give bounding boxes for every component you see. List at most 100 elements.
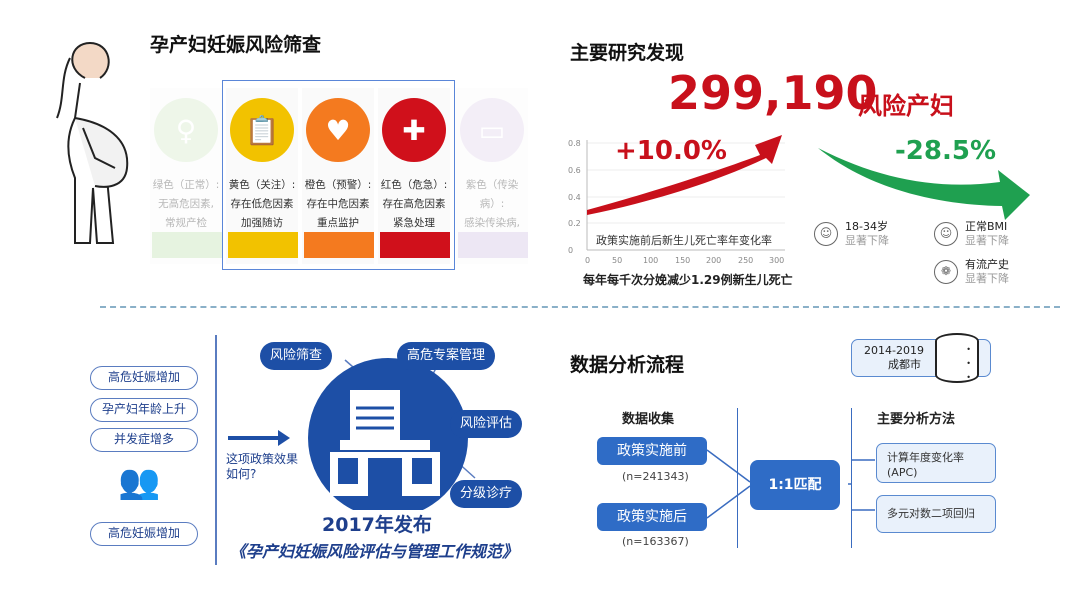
factor-age: 18-34岁显著下降 xyxy=(845,220,889,248)
chart-note: 每年每千次分娩减少1.29例新生儿死亡 xyxy=(583,273,793,287)
driver-pill: 高危妊娠增加 xyxy=(90,522,198,546)
flow-connectors xyxy=(706,449,875,519)
factor-name: 有流产史 xyxy=(965,258,1009,271)
pregnant-woman-illustration xyxy=(56,41,129,244)
x-tick: 300 xyxy=(769,256,785,265)
card-line: 加强随访 xyxy=(241,217,283,229)
card-line: 无高危因素, xyxy=(158,198,214,210)
tag-tiered-care: 分级诊疗 xyxy=(450,480,523,508)
method-sub: (APC) xyxy=(887,466,918,479)
source-years: 2014-2019 xyxy=(864,344,924,357)
policy-hub xyxy=(308,358,476,510)
x-tick: 250 xyxy=(738,256,754,265)
database-icon: ••• xyxy=(935,333,979,383)
x-tick: 100 xyxy=(643,256,659,265)
x-tick: 0 xyxy=(585,256,591,265)
driver-pill: 高危妊娠增加 xyxy=(90,366,198,390)
card-green: ♀ 绿色（正常）:无高危因素,常规产检 xyxy=(150,88,222,264)
factor-name: 正常BMI xyxy=(965,220,1008,233)
card-purple: ▭ 紫色（传染病）: 感染传染病, 专项管理 xyxy=(456,88,528,264)
arrow-icon xyxy=(228,436,280,440)
history-icon: ❁ xyxy=(934,260,958,284)
increase-value: +10.0% xyxy=(615,136,727,166)
y-tick: 0.2 xyxy=(568,219,581,228)
policy-year: 2017年发布 xyxy=(322,514,432,536)
trend-arrows xyxy=(586,135,1030,251)
factor-name: 18-34岁 xyxy=(845,220,888,233)
method-apc: 计算年度变化率 (APC) xyxy=(876,443,996,483)
card-label: 橙色（预警）: xyxy=(304,179,372,191)
card-line: 存在中危因素 xyxy=(306,198,370,210)
card-line: 重点监护 xyxy=(317,217,359,229)
doctor-clipboard-icon: 📋 xyxy=(230,98,294,162)
card-line: 存在低危因素 xyxy=(230,198,294,210)
y-tick: 0.8 xyxy=(568,139,581,148)
card-orange: ♥ 橙色（预警）: 存在中危因素重点监护 xyxy=(302,88,374,264)
decrease-arrow xyxy=(818,148,1030,220)
method-regression: 多元对数二项回归 xyxy=(876,495,996,533)
ambulance-icon: ✚ xyxy=(382,98,446,162)
crowd-growth-icon: 👥 xyxy=(118,462,161,502)
color-bar xyxy=(152,232,222,258)
before-n: (n=241343) xyxy=(622,470,689,483)
card-line: 专项管理 xyxy=(456,233,528,252)
findings-title: 主要研究发现 xyxy=(570,42,685,64)
color-bar xyxy=(228,232,298,258)
screening-title: 孕产妇妊娠风险筛查 xyxy=(150,34,322,56)
flow-divider xyxy=(737,408,738,548)
before-group: 政策实施前 xyxy=(597,437,707,465)
x-tick: 150 xyxy=(675,256,691,265)
risk-count-label: 风险产妇 xyxy=(858,92,954,120)
card-label: 绿色（正常）: xyxy=(152,179,220,191)
policy-document: 《孕产妇妊娠风险评估与管理工作规范》 xyxy=(230,542,519,561)
card-yellow: 📋 黄色（关注）: 存在低危因素加强随访 xyxy=(226,88,298,264)
method-label: 计算年度变化率 xyxy=(887,451,964,464)
card-line: 感染传染病, xyxy=(464,217,520,229)
flow-title: 数据分析流程 xyxy=(570,354,685,376)
policy-question: 这项政策效果如何? xyxy=(226,452,299,481)
factor-sub: 显著下降 xyxy=(965,234,1009,247)
card-red: ✚ 红色（危急）: 存在高危因素紧急处理 xyxy=(378,88,450,264)
driver-pill: 孕产妇年龄上升 xyxy=(90,398,198,422)
tag-risk-assessment: 风险评估 xyxy=(450,410,523,438)
after-group: 政策实施后 xyxy=(597,503,707,531)
person-icon: ☺ xyxy=(814,222,838,246)
color-bar xyxy=(380,232,450,258)
card-line: 常规产检 xyxy=(165,217,207,229)
card-label: 红色（危急）: xyxy=(380,179,448,191)
factor-abortion: 有流产史显著下降 xyxy=(965,258,1009,286)
decrease-value: -28.5% xyxy=(895,136,996,166)
collect-title: 数据收集 xyxy=(622,412,675,427)
y-tick: 0.6 xyxy=(568,166,581,175)
person-icon: ☺ xyxy=(934,222,958,246)
driver-pill: 并发症增多 xyxy=(90,428,198,452)
card-label: 黄色（关注）: xyxy=(228,179,296,191)
y-tick: 0 xyxy=(568,246,574,255)
increase-arrow xyxy=(587,135,782,215)
color-bar xyxy=(304,232,374,258)
vertical-divider xyxy=(215,335,217,565)
highlight-frame xyxy=(222,80,455,270)
card-label: 紫色（传染病）: xyxy=(465,179,519,210)
risk-count: 299,190 xyxy=(668,66,878,120)
after-n: (n=163367) xyxy=(622,535,689,548)
color-bar xyxy=(458,232,528,258)
source-city: 成都市 xyxy=(888,358,921,371)
tag-case-management: 高危专案管理 xyxy=(397,342,496,370)
card-line: 存在高危因素 xyxy=(382,198,446,210)
factor-sub: 显著下降 xyxy=(965,272,1009,285)
section-divider xyxy=(100,306,1060,308)
patient-monitor-icon: ♥ xyxy=(306,98,370,162)
x-tick: 200 xyxy=(706,256,722,265)
card-line: 紧急处理 xyxy=(393,217,435,229)
mask-icon: ▭ xyxy=(460,98,524,162)
x-tick: 50 xyxy=(612,256,623,265)
tag-risk-screening: 风险筛查 xyxy=(260,342,333,370)
y-tick: 0.4 xyxy=(568,193,581,202)
arrow-head xyxy=(278,430,290,446)
match-step: 1:1匹配 xyxy=(750,460,840,510)
methods-title: 主要分析方法 xyxy=(877,412,956,427)
chart-caption: 政策实施前后新生儿死亡率年变化率 xyxy=(596,234,772,247)
factor-sub: 显著下降 xyxy=(845,234,889,247)
